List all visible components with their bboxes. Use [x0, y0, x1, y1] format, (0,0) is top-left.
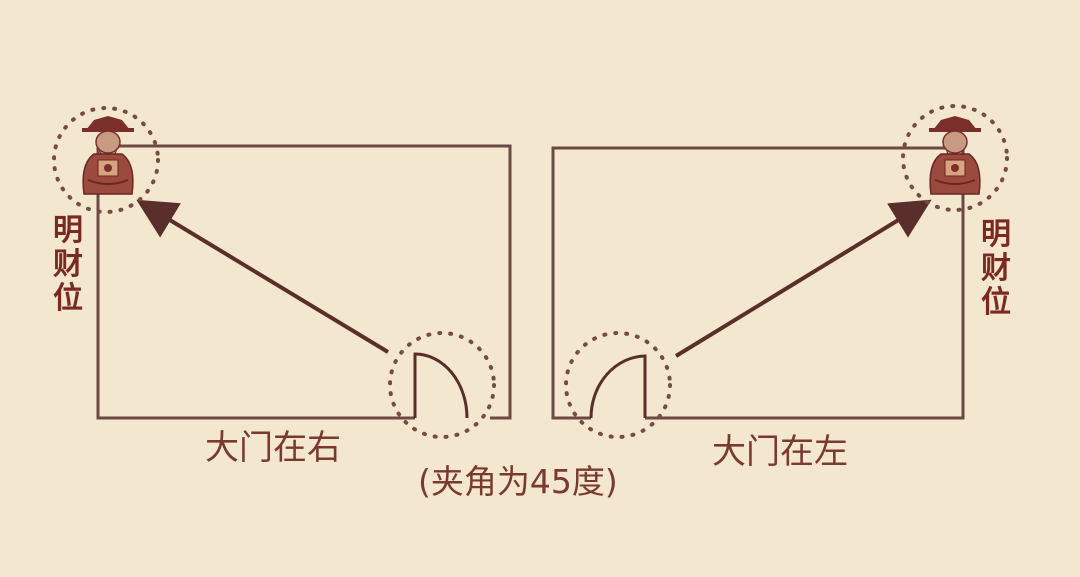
right-room-outline	[551, 146, 965, 420]
god-of-wealth-icon	[81, 115, 135, 195]
label-char: 明	[53, 213, 83, 248]
label-char: 位	[981, 285, 1011, 320]
left-door	[413, 352, 469, 419]
angle-note: (夹角为45度)	[418, 462, 618, 501]
label-char: 位	[53, 281, 83, 316]
right-wealth-dotted-circle	[901, 104, 1009, 212]
label-char: 明	[981, 217, 1011, 252]
right-direction-arrow	[674, 199, 932, 358]
left-panel	[52, 106, 512, 439]
label-char: 财	[53, 247, 83, 282]
right-panel	[551, 104, 1009, 439]
right-door	[589, 354, 647, 419]
right-caption: 大门在左	[712, 432, 848, 472]
left-door-dotted-circle	[388, 331, 496, 439]
god-of-wealth-icon	[928, 115, 982, 195]
right-wealth-position-label: 明 财 位	[976, 218, 1016, 320]
left-wealth-position-label: 明 财 位	[48, 214, 88, 316]
left-room-outline	[96, 144, 512, 420]
right-door-dotted-circle	[564, 331, 672, 439]
left-wealth-dotted-circle	[52, 106, 160, 214]
left-caption: 大门在右	[205, 428, 341, 468]
left-direction-arrow	[136, 199, 390, 354]
label-char: 财	[981, 251, 1011, 286]
